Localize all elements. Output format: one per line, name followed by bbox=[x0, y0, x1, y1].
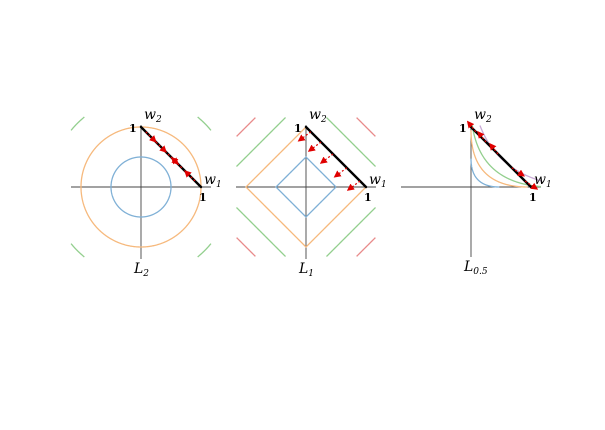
axes bbox=[401, 125, 541, 257]
gradient-arrow bbox=[524, 180, 539, 190]
norm-contour bbox=[236, 117, 376, 257]
panel-l05: w2 w1 1 1 L0.5 bbox=[401, 107, 552, 277]
constraint-segment bbox=[304, 125, 368, 189]
tick-label-x: 1 bbox=[199, 191, 207, 204]
gradient-arrows bbox=[297, 131, 361, 191]
gradient-arrow bbox=[319, 153, 334, 164]
gradient-arrows bbox=[466, 120, 539, 190]
panel-label-l05: L0.5 bbox=[463, 259, 488, 277]
axis-label-w2: w2 bbox=[309, 107, 327, 125]
gradient-arrow bbox=[346, 180, 361, 191]
contours bbox=[70, 116, 212, 258]
axis-label-w2: w2 bbox=[474, 107, 492, 125]
axes bbox=[71, 125, 211, 259]
norm-contour bbox=[70, 116, 212, 258]
tick-label-y: 1 bbox=[459, 122, 467, 135]
gradient-arrow bbox=[511, 167, 525, 177]
tick-label-x: 1 bbox=[529, 191, 537, 204]
constraint-line bbox=[304, 125, 368, 189]
axis-label-w1: w1 bbox=[369, 172, 387, 190]
norm-contour bbox=[479, 125, 542, 182]
gradient-arrow bbox=[307, 141, 322, 152]
tick-label-y: 1 bbox=[129, 122, 137, 135]
panel-label-l2: L2 bbox=[133, 261, 149, 279]
norm-contour bbox=[470, 158, 500, 188]
panel-l1: w2 w1 1 1 L1 bbox=[236, 107, 387, 279]
norm-contour bbox=[80, 126, 202, 248]
norm-contour bbox=[275, 156, 337, 218]
constraint-line bbox=[469, 125, 533, 189]
axis-label-w2: w2 bbox=[144, 107, 162, 125]
axis-label-w1: w1 bbox=[204, 172, 222, 190]
panel-l2: w2 w1 1 1 L2 bbox=[70, 107, 222, 279]
norm-contour bbox=[236, 117, 376, 257]
panel-label-l1: L1 bbox=[298, 261, 314, 279]
tick-label-x: 1 bbox=[364, 191, 372, 204]
tick-label-y: 1 bbox=[294, 122, 302, 135]
norm-contour bbox=[110, 156, 172, 218]
constraint-segment bbox=[469, 125, 533, 189]
gradient-arrow bbox=[333, 167, 348, 178]
contours bbox=[236, 117, 376, 257]
gradient-arrow bbox=[297, 131, 312, 142]
contours bbox=[470, 125, 542, 188]
norm-contour bbox=[471, 125, 541, 188]
axis-label-w1: w1 bbox=[534, 172, 552, 190]
norm-contour bbox=[470, 130, 528, 188]
